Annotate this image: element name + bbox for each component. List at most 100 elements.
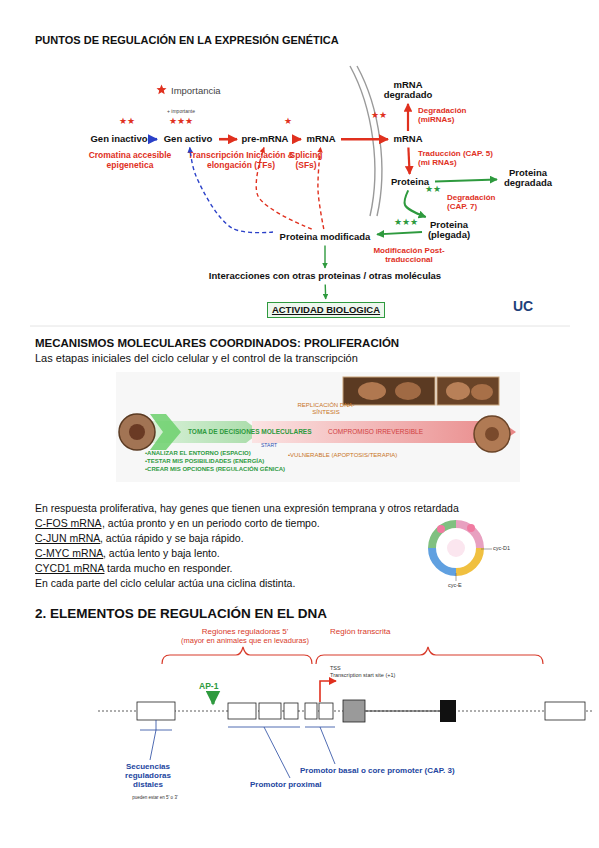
connector-arrow <box>405 190 426 217</box>
stage-label: REPLICACIÓN DNA-SÍNTESIS <box>296 402 356 416</box>
paragraph: tarda mucho en responder. <box>107 562 233 574</box>
connector-arrow <box>377 232 422 234</box>
micrograph <box>437 377 499 405</box>
transcript: pre-mRNA <box>240 134 290 144</box>
cell-dot <box>437 525 445 533</box>
cycle-label: cyc-D1 <box>493 545 525 551</box>
modified-protein: Proteina modificada <box>276 232 374 242</box>
process-label: Cromatina accesible epigenetica <box>84 151 176 171</box>
importance-stars: ★★ <box>366 110 392 120</box>
gene-name: CYCD1 mRNA <box>35 562 104 574</box>
enhancer-box <box>137 702 175 720</box>
process-label: Degradación (CAP. 7) <box>447 193 503 211</box>
binding-arrow <box>212 694 215 704</box>
banner-background <box>116 372 520 482</box>
legend-text: Importancia <box>171 85 221 96</box>
connector-arrow <box>341 138 388 141</box>
connector-arrow <box>318 147 324 229</box>
region-label: Región transcrita <box>330 627 420 636</box>
connector-arrow <box>324 245 325 268</box>
node-text: ACTIVIDAD BIOLOGICA <box>268 305 384 315</box>
leader-line <box>228 727 300 778</box>
gene-name: C-FOS mRNA <box>35 517 102 529</box>
stage-label: COMPROMISO IRREVERSIBLE <box>328 428 448 435</box>
gene-state: Gen inactivo <box>88 134 150 144</box>
connector-arrow <box>408 147 409 174</box>
cell-image <box>474 416 510 452</box>
tss-arrow <box>320 681 336 702</box>
bullet-item: •ANALIZAR EL ENTORNO (ESPACIO) <box>145 450 305 457</box>
node-text: Proteina degradada <box>500 168 556 189</box>
importance-stars: ★ <box>278 116 298 126</box>
enhancer-box <box>545 702 585 720</box>
cell-dot <box>467 524 475 532</box>
node-text: Proteina (plegada) <box>425 220 473 241</box>
degraded-transcript: mRNA degradado <box>383 80 433 101</box>
process-label: Degradación (miRNAs) <box>418 106 488 124</box>
element-label: Promotor proximal <box>250 780 340 789</box>
tss-label: Transcription start site (+1) <box>330 672 470 678</box>
cell-image <box>119 414 155 450</box>
connector-arrow <box>219 138 237 141</box>
gene-name: C-MYC mRNA <box>35 547 103 559</box>
element-box <box>284 703 298 719</box>
importance-stars: ★★★ <box>388 217 424 227</box>
cell-nucleus <box>129 424 145 440</box>
connector-arrow <box>407 104 409 131</box>
factor-label: AP-1 <box>199 682 231 692</box>
gene-name: C-JUN mRNA <box>35 532 100 544</box>
exon-box <box>440 700 456 722</box>
section-heading: 2. ELEMENTOS DE REGULACIÓN EN EL DNA <box>35 606 535 622</box>
nuclear-membrane <box>350 66 375 216</box>
leader-line <box>481 549 492 550</box>
paragraph: En cada parte del ciclo celular actúa un… <box>35 577 435 589</box>
subheading: Las etapas iniciales del ciclo celular y… <box>35 352 555 365</box>
node-text: mRNA <box>391 134 425 144</box>
element-label: Promotor basal o core promoter (CAP. 3) <box>300 766 530 775</box>
transcript: mRNA <box>304 134 338 144</box>
node-text: Gen activo <box>160 134 216 144</box>
region-bracket <box>316 647 543 664</box>
cell-image <box>446 382 470 400</box>
note: + importante <box>160 109 202 115</box>
connector-arrow <box>435 179 497 181</box>
region-label: Regiones reguladoras 5' <box>165 627 325 636</box>
gene-state: Gen activo <box>160 134 216 144</box>
folded-protein: Proteina (plegada) <box>425 220 473 241</box>
cell-image <box>471 384 493 400</box>
nuclear-membrane <box>357 66 382 216</box>
paragraph: , actúa rápido y se baja rápido. <box>100 532 244 544</box>
checkpoint-label: START <box>252 443 286 449</box>
importance-stars: ★★ <box>418 184 448 194</box>
legend-star <box>156 84 167 95</box>
connector-arrow <box>256 147 311 229</box>
importance-stars: ★★★ <box>160 116 202 126</box>
degraded-protein: Proteina degradada <box>500 168 556 189</box>
leader-line <box>305 727 335 764</box>
note: pueden estar en 5' o 3' <box>110 795 200 800</box>
process-label: Splicing (SFs) <box>283 151 329 171</box>
leader-line <box>140 720 172 760</box>
element-box <box>305 703 317 719</box>
bullet-item: •CREAR MIS OPCIONES (REGULACIÓN GÉNICA) <box>145 466 315 473</box>
connector-arrow <box>325 284 327 299</box>
cell-dot <box>447 539 465 557</box>
micrograph <box>343 377 435 405</box>
legend-star-shape <box>157 85 167 95</box>
leader-line <box>456 573 457 581</box>
activity-box: ACTIVIDAD BIOLOGICA <box>267 302 385 318</box>
bullet-item: •VULNERABLE (APOPTOSIS/TERAPIA) <box>288 452 448 459</box>
stage-label: TOMA DE DECISIONES MOLECULARES <box>188 428 318 435</box>
node-text: mRNA degradado <box>383 80 433 101</box>
paragraph: , actúa pronto y en un periodo corto de … <box>102 517 320 529</box>
node-text: Gen inactivo <box>88 134 150 144</box>
element-box <box>228 703 256 719</box>
exon-box <box>343 700 365 722</box>
element-label: Secuencias reguladoras distales <box>110 762 186 790</box>
legend-row: Importancia <box>156 80 221 98</box>
paragraph: En respuesta proliferativa, hay genes qu… <box>35 502 580 514</box>
